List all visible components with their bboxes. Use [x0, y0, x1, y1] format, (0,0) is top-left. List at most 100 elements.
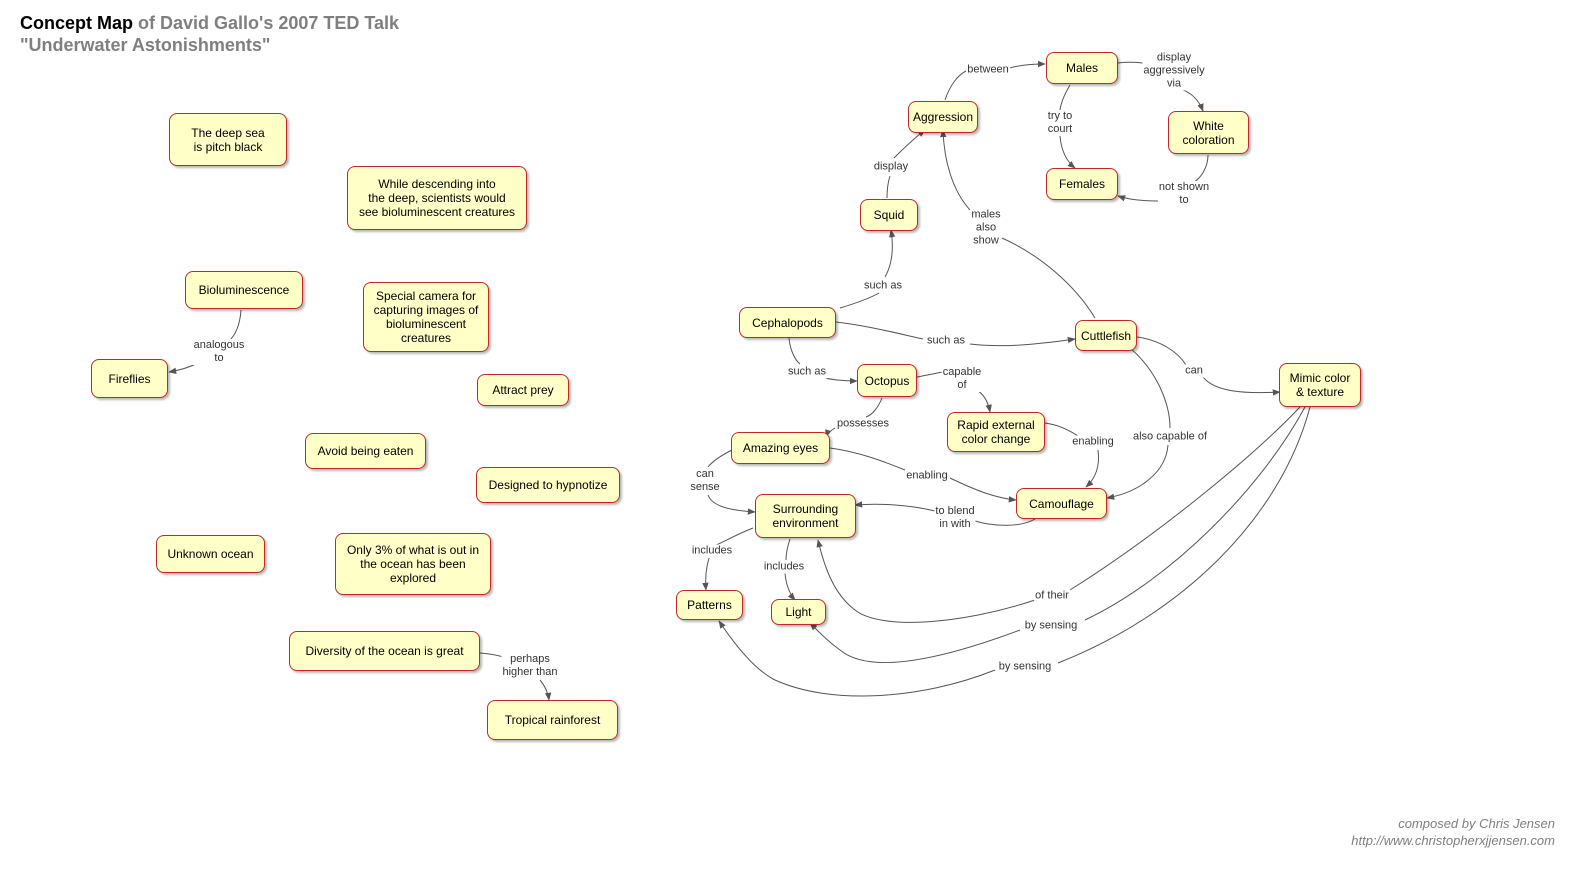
title-subtitle: "Underwater Astonishments": [20, 35, 271, 55]
label-includes-patterns: includes: [690, 544, 734, 558]
connector-cuttlefish-label-can: [1136, 336, 1187, 366]
credit-url[interactable]: http://www.christopherxjjensen.com: [1351, 833, 1555, 848]
node-unknown-ocean[interactable]: Unknown ocean: [156, 535, 265, 573]
node-cephalopods[interactable]: Cephalopods: [739, 307, 836, 338]
node-light[interactable]: Light: [771, 599, 826, 625]
label-also-capable-of: also capable of: [1132, 430, 1208, 444]
label-can-sense: can sense: [689, 468, 721, 494]
label-such-as-cuttlefish: such as: [926, 334, 966, 348]
connector-can-mimic: [1202, 376, 1281, 396]
node-diversity[interactable]: Diversity of the ocean is great: [289, 631, 480, 671]
connector-cansense-surrounding: [707, 494, 756, 515]
node-amazing-eyes[interactable]: Amazing eyes: [731, 432, 830, 464]
connector-malesalsoshow-aggression: [940, 129, 971, 211]
connector-mimic-label-sensing-patterns: [1057, 406, 1311, 664]
node-hypnotize[interactable]: Designed to hypnotize: [476, 467, 620, 503]
label-between: between: [966, 63, 1010, 77]
connector-notshown-females: [1117, 195, 1159, 202]
connector-sensing-light: [809, 622, 1021, 664]
connector-label-rainforest: [539, 679, 552, 701]
connector-eyes-label-enabling: [829, 447, 906, 471]
node-octopus[interactable]: Octopus: [857, 364, 917, 397]
label-such-as-squid: such as: [863, 279, 903, 293]
node-rapid-change[interactable]: Rapid external color change: [947, 412, 1045, 452]
node-white-coloration[interactable]: White coloration: [1168, 111, 1249, 154]
connector-enabling-eyes-camouflage: [949, 477, 1017, 503]
label-perhaps-higher: perhaps higher than: [501, 653, 559, 679]
node-females[interactable]: Females: [1046, 168, 1118, 200]
connector-sensing-patterns: [718, 620, 996, 697]
title-lead: Concept Map: [20, 13, 134, 33]
connector-surrounding-label-light: [785, 538, 791, 561]
node-males[interactable]: Males: [1046, 52, 1118, 84]
connector-display-aggression: [893, 129, 926, 159]
label-display-aggressively: display aggressively via: [1142, 51, 1206, 91]
connector-rapid-label-enabling: [1044, 422, 1079, 437]
label-try-to-court: try to court: [1046, 110, 1074, 136]
node-cuttlefish[interactable]: Cuttlefish: [1075, 320, 1137, 351]
node-rainforest[interactable]: Tropical rainforest: [487, 700, 618, 740]
connector-squid-label-display: [886, 175, 891, 199]
label-can: can: [1184, 364, 1204, 378]
label-to-blend-in-with: to blend in with: [934, 505, 976, 531]
node-descending[interactable]: While descending into the deep, scientis…: [347, 166, 527, 230]
node-patterns[interactable]: Patterns: [676, 590, 743, 620]
connector-suchas-squid: [884, 229, 896, 278]
connector-cephalopods-label-squid: [839, 292, 880, 309]
node-deep-sea[interactable]: The deep sea is pitch black: [169, 113, 287, 166]
node-avoid-eaten[interactable]: Avoid being eaten: [305, 433, 426, 469]
connector-bioluminescence-label: [227, 309, 242, 343]
node-mimic[interactable]: Mimic color & texture: [1279, 363, 1361, 407]
connector-includes-patterns: [702, 557, 710, 591]
label-display: display: [872, 160, 910, 174]
label-capable-of: capable of: [941, 366, 983, 392]
connector-enabling-camouflage: [1085, 449, 1099, 488]
connector-alsocapable-camouflage: [1106, 444, 1169, 500]
connector-males-label-display: [1117, 61, 1144, 64]
connector-octopus-label-possesses: [865, 397, 883, 418]
label-enabling-eyes: enabling: [905, 469, 949, 483]
node-three-percent[interactable]: Only 3% of what is out in the ocean has …: [335, 533, 491, 595]
label-not-shown-to: not shown to: [1157, 181, 1211, 207]
node-bioluminescence[interactable]: Bioluminescence: [185, 271, 303, 309]
label-possesses: possesses: [836, 417, 890, 431]
node-camera[interactable]: Special camera for capturing images of b…: [363, 282, 489, 352]
connector-display-white: [1179, 88, 1204, 112]
connector-capable-rapid: [974, 388, 992, 413]
connector-between-males: [1009, 60, 1046, 69]
connector-court-females: [1059, 135, 1076, 169]
label-males-also-show: males also show: [970, 208, 1002, 248]
connector-suchas-cuttle: [969, 336, 1076, 347]
label-by-sensing-light: by sensing: [1023, 619, 1079, 633]
node-attract-prey[interactable]: Attract prey: [477, 374, 569, 406]
node-surrounding[interactable]: Surrounding environment: [755, 494, 856, 538]
connector-blend-surrounding: [854, 501, 936, 512]
connector-white-label-notshown: [1193, 154, 1209, 183]
connector-octopus-label-capable: [916, 371, 944, 378]
connector-eyes-label-cansense: [707, 449, 733, 468]
label-of-their: of their: [1034, 589, 1070, 603]
connector-mimic-label-oftheir: [1069, 406, 1301, 591]
label-by-sensing-patterns: by sensing: [997, 660, 1053, 674]
connector-cuttlefish-label-alsocapable: [1129, 347, 1171, 429]
node-fireflies[interactable]: Fireflies: [91, 359, 168, 398]
connector-cuttlefish-label-males: [1001, 237, 1096, 319]
connector-includes-light: [784, 572, 796, 601]
node-aggression[interactable]: Aggression: [908, 101, 978, 133]
node-squid[interactable]: Squid: [860, 199, 918, 231]
connector-aggression-label-between: [944, 70, 967, 101]
label-analogous-to: analogous to: [192, 339, 246, 365]
node-camouflage[interactable]: Camouflage: [1016, 488, 1107, 519]
label-enabling-rapid: enabling: [1071, 435, 1115, 449]
map-title: Concept Map of David Gallo's 2007 TED Ta…: [20, 12, 399, 56]
connector-cephalopods-label-cuttle: [835, 321, 924, 340]
connector-males-label-court: [1059, 84, 1071, 111]
connector-surrounding-label-patterns: [715, 527, 754, 546]
connector-oftheir-surrounding: [816, 539, 1036, 623]
connector-mimic-label-sensing-light: [1084, 406, 1306, 621]
label-such-as-octopus: such as: [787, 365, 827, 379]
connector-cephalopods-label-octopus: [788, 337, 801, 365]
credit-author: composed by Chris Jensen: [1398, 816, 1555, 831]
label-includes-light: includes: [762, 560, 806, 574]
